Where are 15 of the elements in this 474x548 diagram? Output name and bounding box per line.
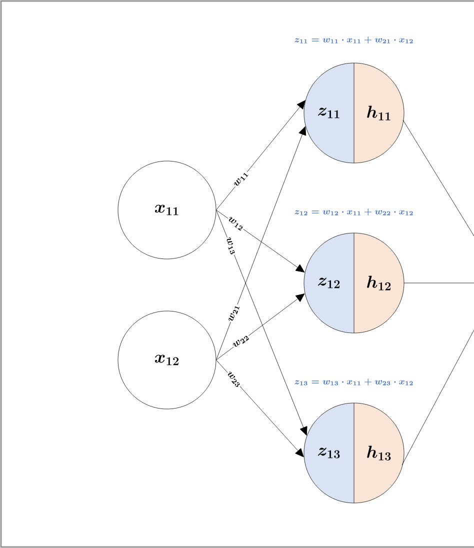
edge-label: $w_{22}$ xyxy=(231,332,251,350)
arrow xyxy=(216,294,305,360)
arrow xyxy=(216,210,305,272)
arrow xyxy=(216,360,304,458)
arrow xyxy=(216,210,308,436)
edge-label: $w_{11}$ xyxy=(232,170,250,189)
edge-label: $w_{23}$ xyxy=(224,370,243,389)
formula-label: $z_{12} = w_{12} \cdot x_{11} + w_{22} \cdot x_{12}$ xyxy=(294,208,413,216)
arrow xyxy=(216,100,306,210)
edge-label: $w_{13}$ xyxy=(224,236,238,256)
edge-label: $w_{21}$ xyxy=(227,303,241,324)
edge-label: $w_{12}$ xyxy=(226,216,246,232)
arrow xyxy=(216,126,306,360)
formula-label: $z_{13} = w_{13} \cdot x_{11} + w_{23} \cdot x_{12}$ xyxy=(294,378,413,386)
formula-label: $z_{11} = w_{11} \cdot x_{11} + w_{21} \cdot x_{12}$ xyxy=(294,36,413,44)
